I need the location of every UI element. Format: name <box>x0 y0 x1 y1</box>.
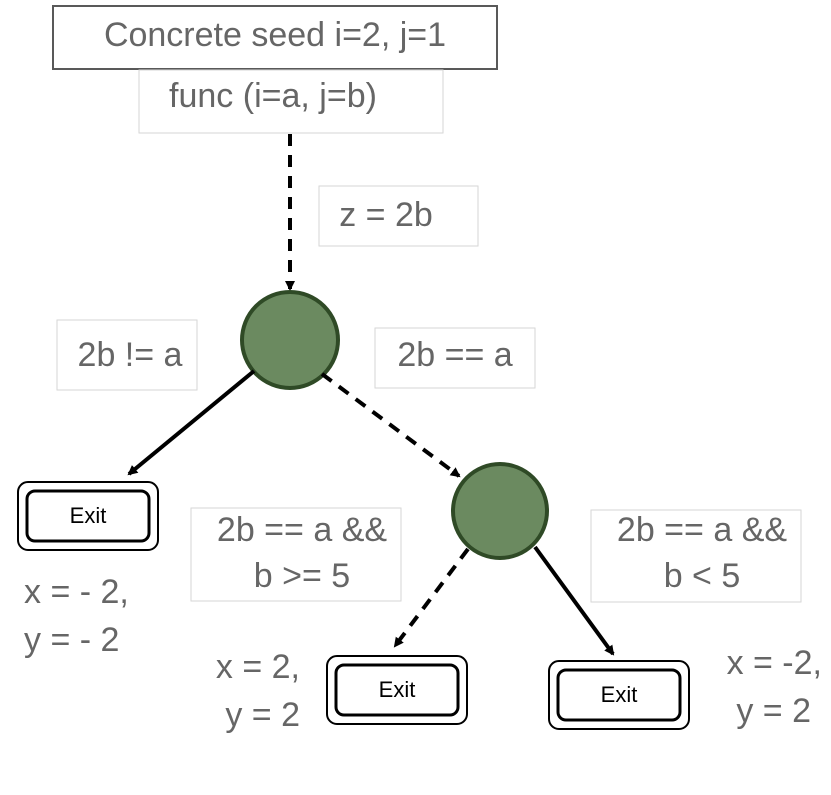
assign-label: z = 2b <box>339 196 433 234</box>
edge-inner-to-middle-exit <box>393 547 470 648</box>
exit-right: Exit <box>548 660 690 730</box>
root-right-condition-box: 2b == a <box>374 327 536 389</box>
exit-right-result-y: y = 2 <box>736 692 811 730</box>
inner-right-condition-box: 2b == a && b < 5 <box>590 509 802 603</box>
inner-left-condition-line1: 2b == a && <box>217 511 387 549</box>
edge-root-to-left-exit <box>127 369 256 476</box>
inner-right-condition-line2: b < 5 <box>664 557 741 595</box>
exit-middle-result-x: x = 2, <box>216 648 300 686</box>
inner-node <box>451 462 549 560</box>
inner-right-condition-line1: 2b == a && <box>617 511 787 549</box>
exit-right-result-x: x = -2, <box>727 644 822 682</box>
inner-left-condition-line2: b >= 5 <box>254 557 350 595</box>
exit-right-label: Exit <box>601 682 638 707</box>
exit-middle: Exit <box>326 655 468 725</box>
call-label: func (i=a, j=b) <box>169 77 377 115</box>
exit-left-result-x: x = - 2, <box>24 573 129 611</box>
seed-label: Concrete seed i=2, j=1 <box>104 16 446 54</box>
root-node <box>240 290 340 390</box>
edge-root-to-inner <box>320 372 461 478</box>
assign-label-box: z = 2b <box>318 185 479 247</box>
call-label-box: func (i=a, j=b) <box>138 69 444 134</box>
exit-left-label: Exit <box>70 503 107 528</box>
edge-inner-to-right-exit <box>533 545 615 656</box>
exit-left-result-y: y = - 2 <box>24 621 119 659</box>
exit-left: Exit <box>17 481 159 551</box>
exit-middle-result-y: y = 2 <box>225 696 300 734</box>
inner-left-condition-box: 2b == a && b >= 5 <box>190 507 402 602</box>
seed-box: Concrete seed i=2, j=1 <box>52 5 498 70</box>
root-right-condition: 2b == a <box>397 336 512 374</box>
root-left-condition-box: 2b != a <box>56 319 198 391</box>
root-left-condition: 2b != a <box>78 336 183 374</box>
exit-middle-label: Exit <box>379 677 416 702</box>
